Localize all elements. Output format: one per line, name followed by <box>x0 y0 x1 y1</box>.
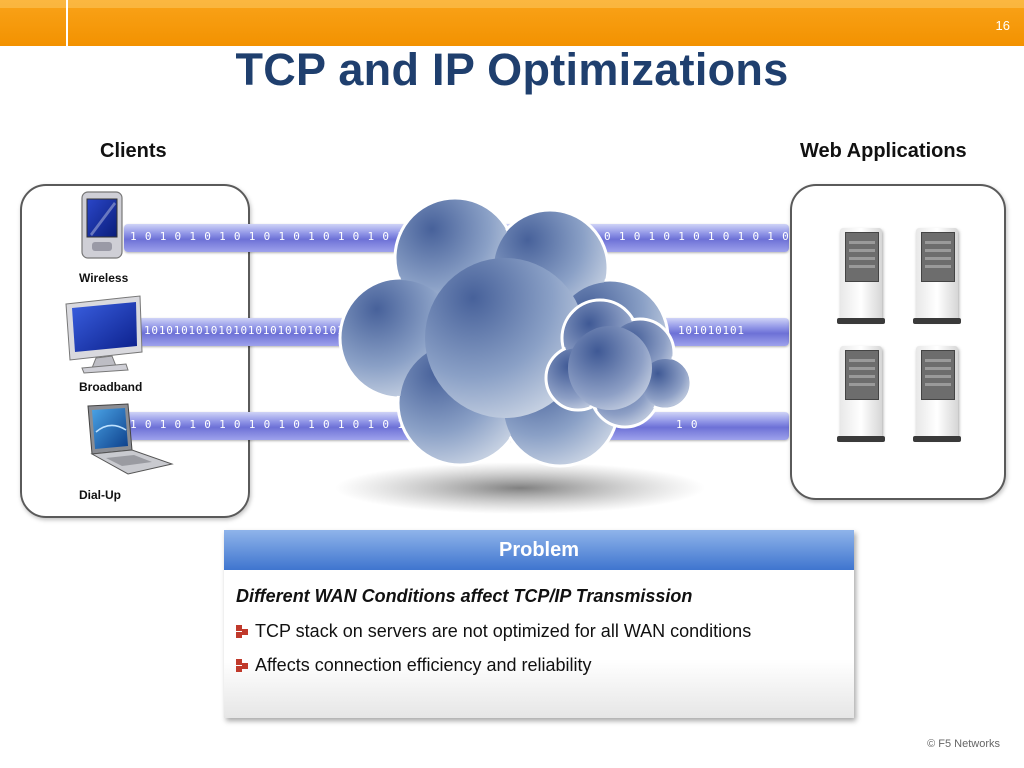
server-icon <box>837 228 885 324</box>
server-icon <box>837 346 885 442</box>
bullet-item: Affects connection efficiency and reliab… <box>236 655 592 676</box>
header-divider <box>66 0 68 46</box>
slide-title: TCP and IP Optimizations <box>235 44 789 95</box>
bullet-item: TCP stack on servers are not optimized f… <box>236 621 751 642</box>
problem-box: Problem Different WAN Conditions affect … <box>224 530 854 718</box>
desktop-monitor-icon <box>65 295 143 374</box>
bitstream-text: 0 1 0 1 0 1 0 1 0 1 0 1 0 <box>604 230 789 243</box>
bullet-text: Affects connection efficiency and reliab… <box>255 655 592 675</box>
web-applications-panel <box>790 184 1006 500</box>
client-label-wireless: Wireless <box>79 271 129 285</box>
copyright-footer: © F5 Networks <box>927 738 1000 750</box>
problem-heading: Problem <box>224 530 854 570</box>
bitstream-text: 1 0 <box>676 418 699 431</box>
server-icon <box>913 346 961 442</box>
wan-cloud-icon <box>335 196 705 514</box>
bullet-arrow-icon <box>236 625 249 638</box>
header-highlight <box>0 0 1024 8</box>
client-label-dialup: Dial-Up <box>79 488 121 502</box>
slide-number: 16 <box>995 18 1010 33</box>
bitstream-text: 101010101 <box>678 324 745 337</box>
clients-heading: Clients <box>100 140 167 162</box>
server-icon <box>913 228 961 324</box>
bullet-arrow-icon <box>236 659 249 672</box>
bitstream-text: 1 0 1 0 1 0 1 0 1 0 1 0 1 0 1 0 1 0 1 0 … <box>130 418 479 431</box>
problem-body: Different WAN Conditions affect TCP/IP T… <box>224 572 854 718</box>
problem-subtitle: Different WAN Conditions affect TCP/IP T… <box>236 586 693 606</box>
bullet-text: TCP stack on servers are not optimized f… <box>255 621 752 641</box>
client-label-broadband: Broadband <box>79 380 143 394</box>
laptop-icon <box>87 403 174 475</box>
pda-icon <box>81 191 123 259</box>
web-applications-heading: Web Applications <box>800 140 967 162</box>
